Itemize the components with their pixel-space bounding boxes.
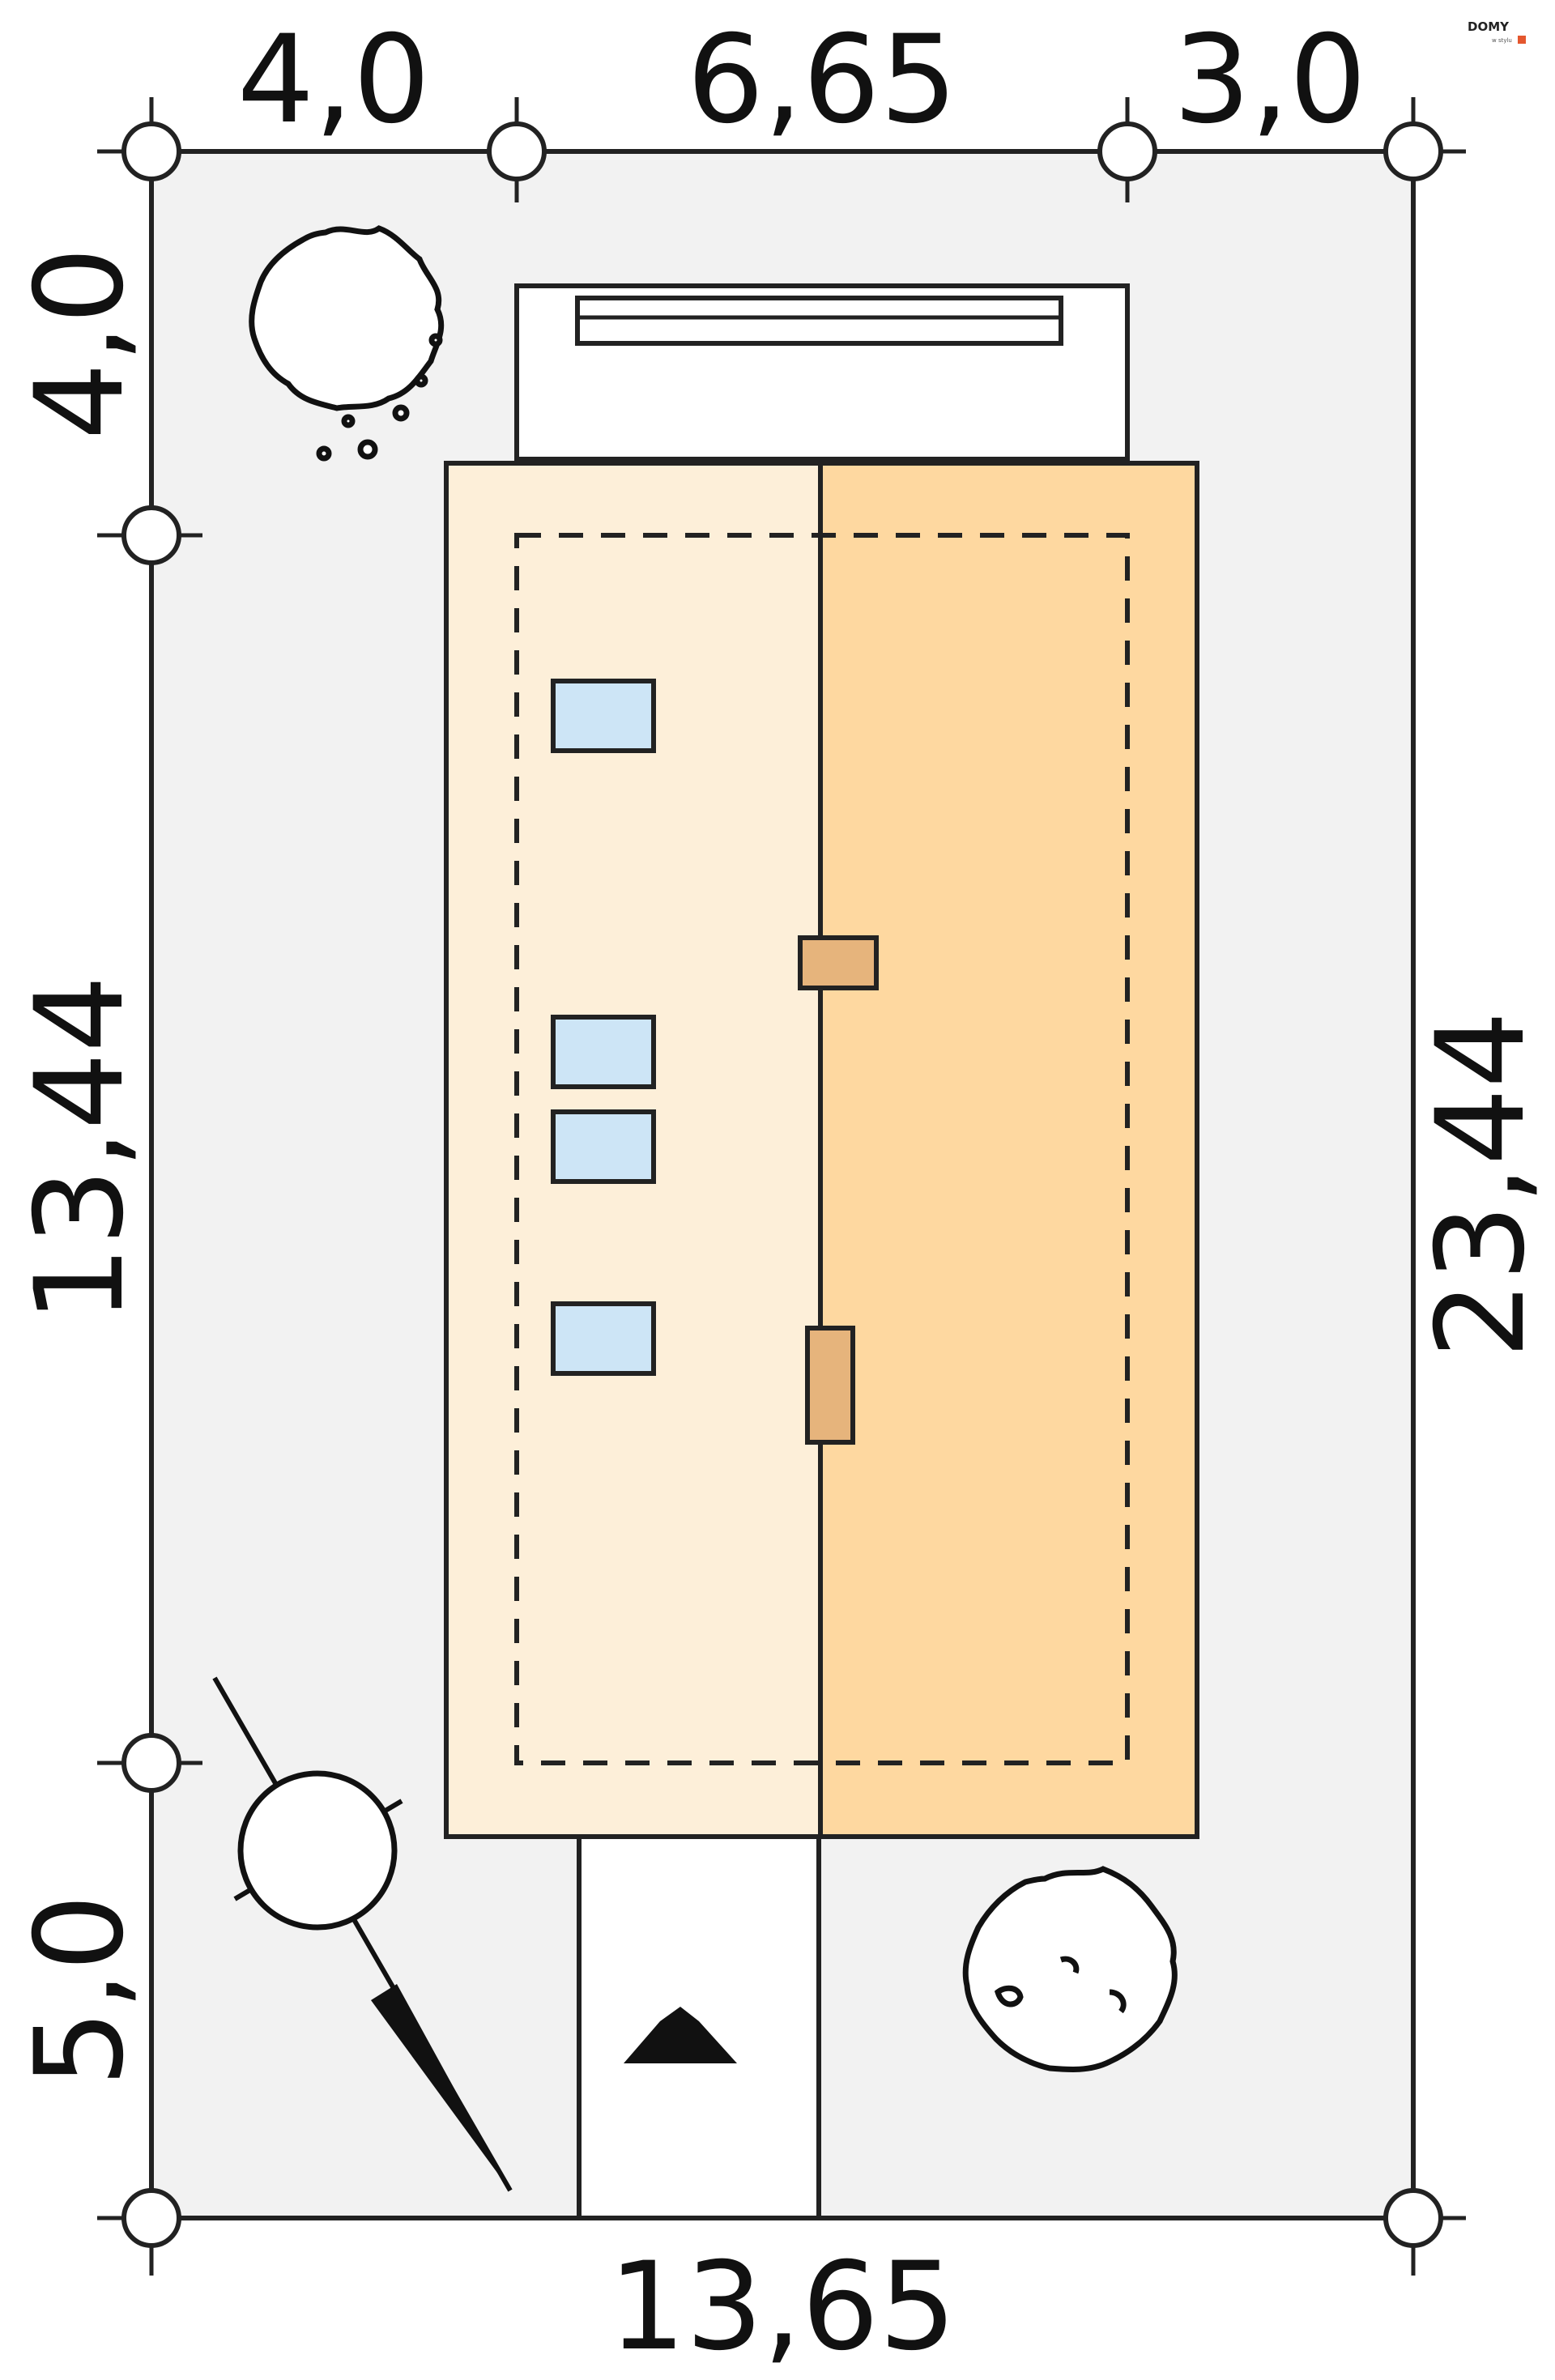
dimension-node xyxy=(121,121,181,181)
terrace-step xyxy=(575,296,1063,346)
north-arrow-icon xyxy=(212,1676,513,2192)
dimension-right: 23,44 xyxy=(1411,1011,1552,1358)
skylight xyxy=(551,1109,656,1184)
chimney xyxy=(798,935,879,990)
logo-subtext: w stylu xyxy=(1492,37,1512,44)
dimension-node xyxy=(121,505,181,565)
logo-text: DOMY xyxy=(1468,19,1510,34)
tree-icon xyxy=(962,1866,1178,2072)
tree-icon xyxy=(249,225,445,462)
brand-logo: DOMY w stylu xyxy=(1468,19,1526,44)
dimension-node xyxy=(1383,121,1443,181)
building-outline xyxy=(514,533,1130,1765)
dimension-left-2: 13,44 xyxy=(10,975,151,1322)
logo-accent xyxy=(1518,36,1526,44)
dimension-bottom: 13,65 xyxy=(608,2237,956,2378)
dimension-node xyxy=(1383,2188,1443,2248)
skylight xyxy=(551,679,656,753)
dimension-node xyxy=(121,2188,181,2248)
entrance-arrow-icon xyxy=(624,2007,737,2063)
dimension-nodes xyxy=(121,121,1443,2248)
dimension-top-1: 4,0 xyxy=(237,10,431,151)
dimension-node xyxy=(1097,121,1157,181)
roof-east xyxy=(818,461,1199,1839)
skylight xyxy=(551,1015,656,1089)
skylights xyxy=(551,679,656,1376)
dimension-node xyxy=(487,121,547,181)
chimney xyxy=(805,1326,855,1445)
skylight xyxy=(551,1301,656,1376)
dimension-left-1: 4,0 xyxy=(10,247,151,441)
dimension-left-3: 5,0 xyxy=(10,1894,151,2088)
dimension-top-2: 6,65 xyxy=(687,10,957,151)
dimension-node xyxy=(121,1733,181,1793)
dimension-top-3: 3,0 xyxy=(1174,10,1367,151)
